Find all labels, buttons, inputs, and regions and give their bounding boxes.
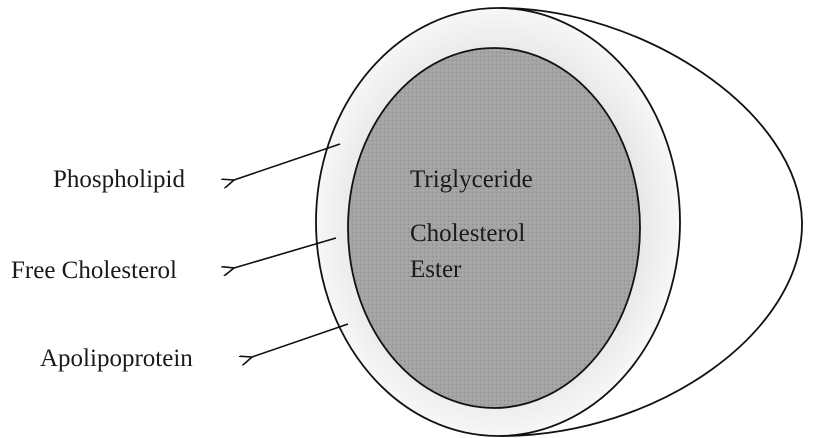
label-free-cholesterol: Free Cholesterol: [11, 257, 177, 284]
label-apolipoprotein: Apolipoprotein: [40, 345, 193, 372]
core-label-triglyceride: Triglyceride: [410, 166, 533, 193]
arrow-apolipoprotein: [252, 324, 348, 357]
core-label-ester: Ester: [410, 256, 462, 283]
label-phospholipid: Phospholipid: [53, 166, 185, 193]
core-label-cholesterol: Cholesterol: [410, 220, 525, 247]
